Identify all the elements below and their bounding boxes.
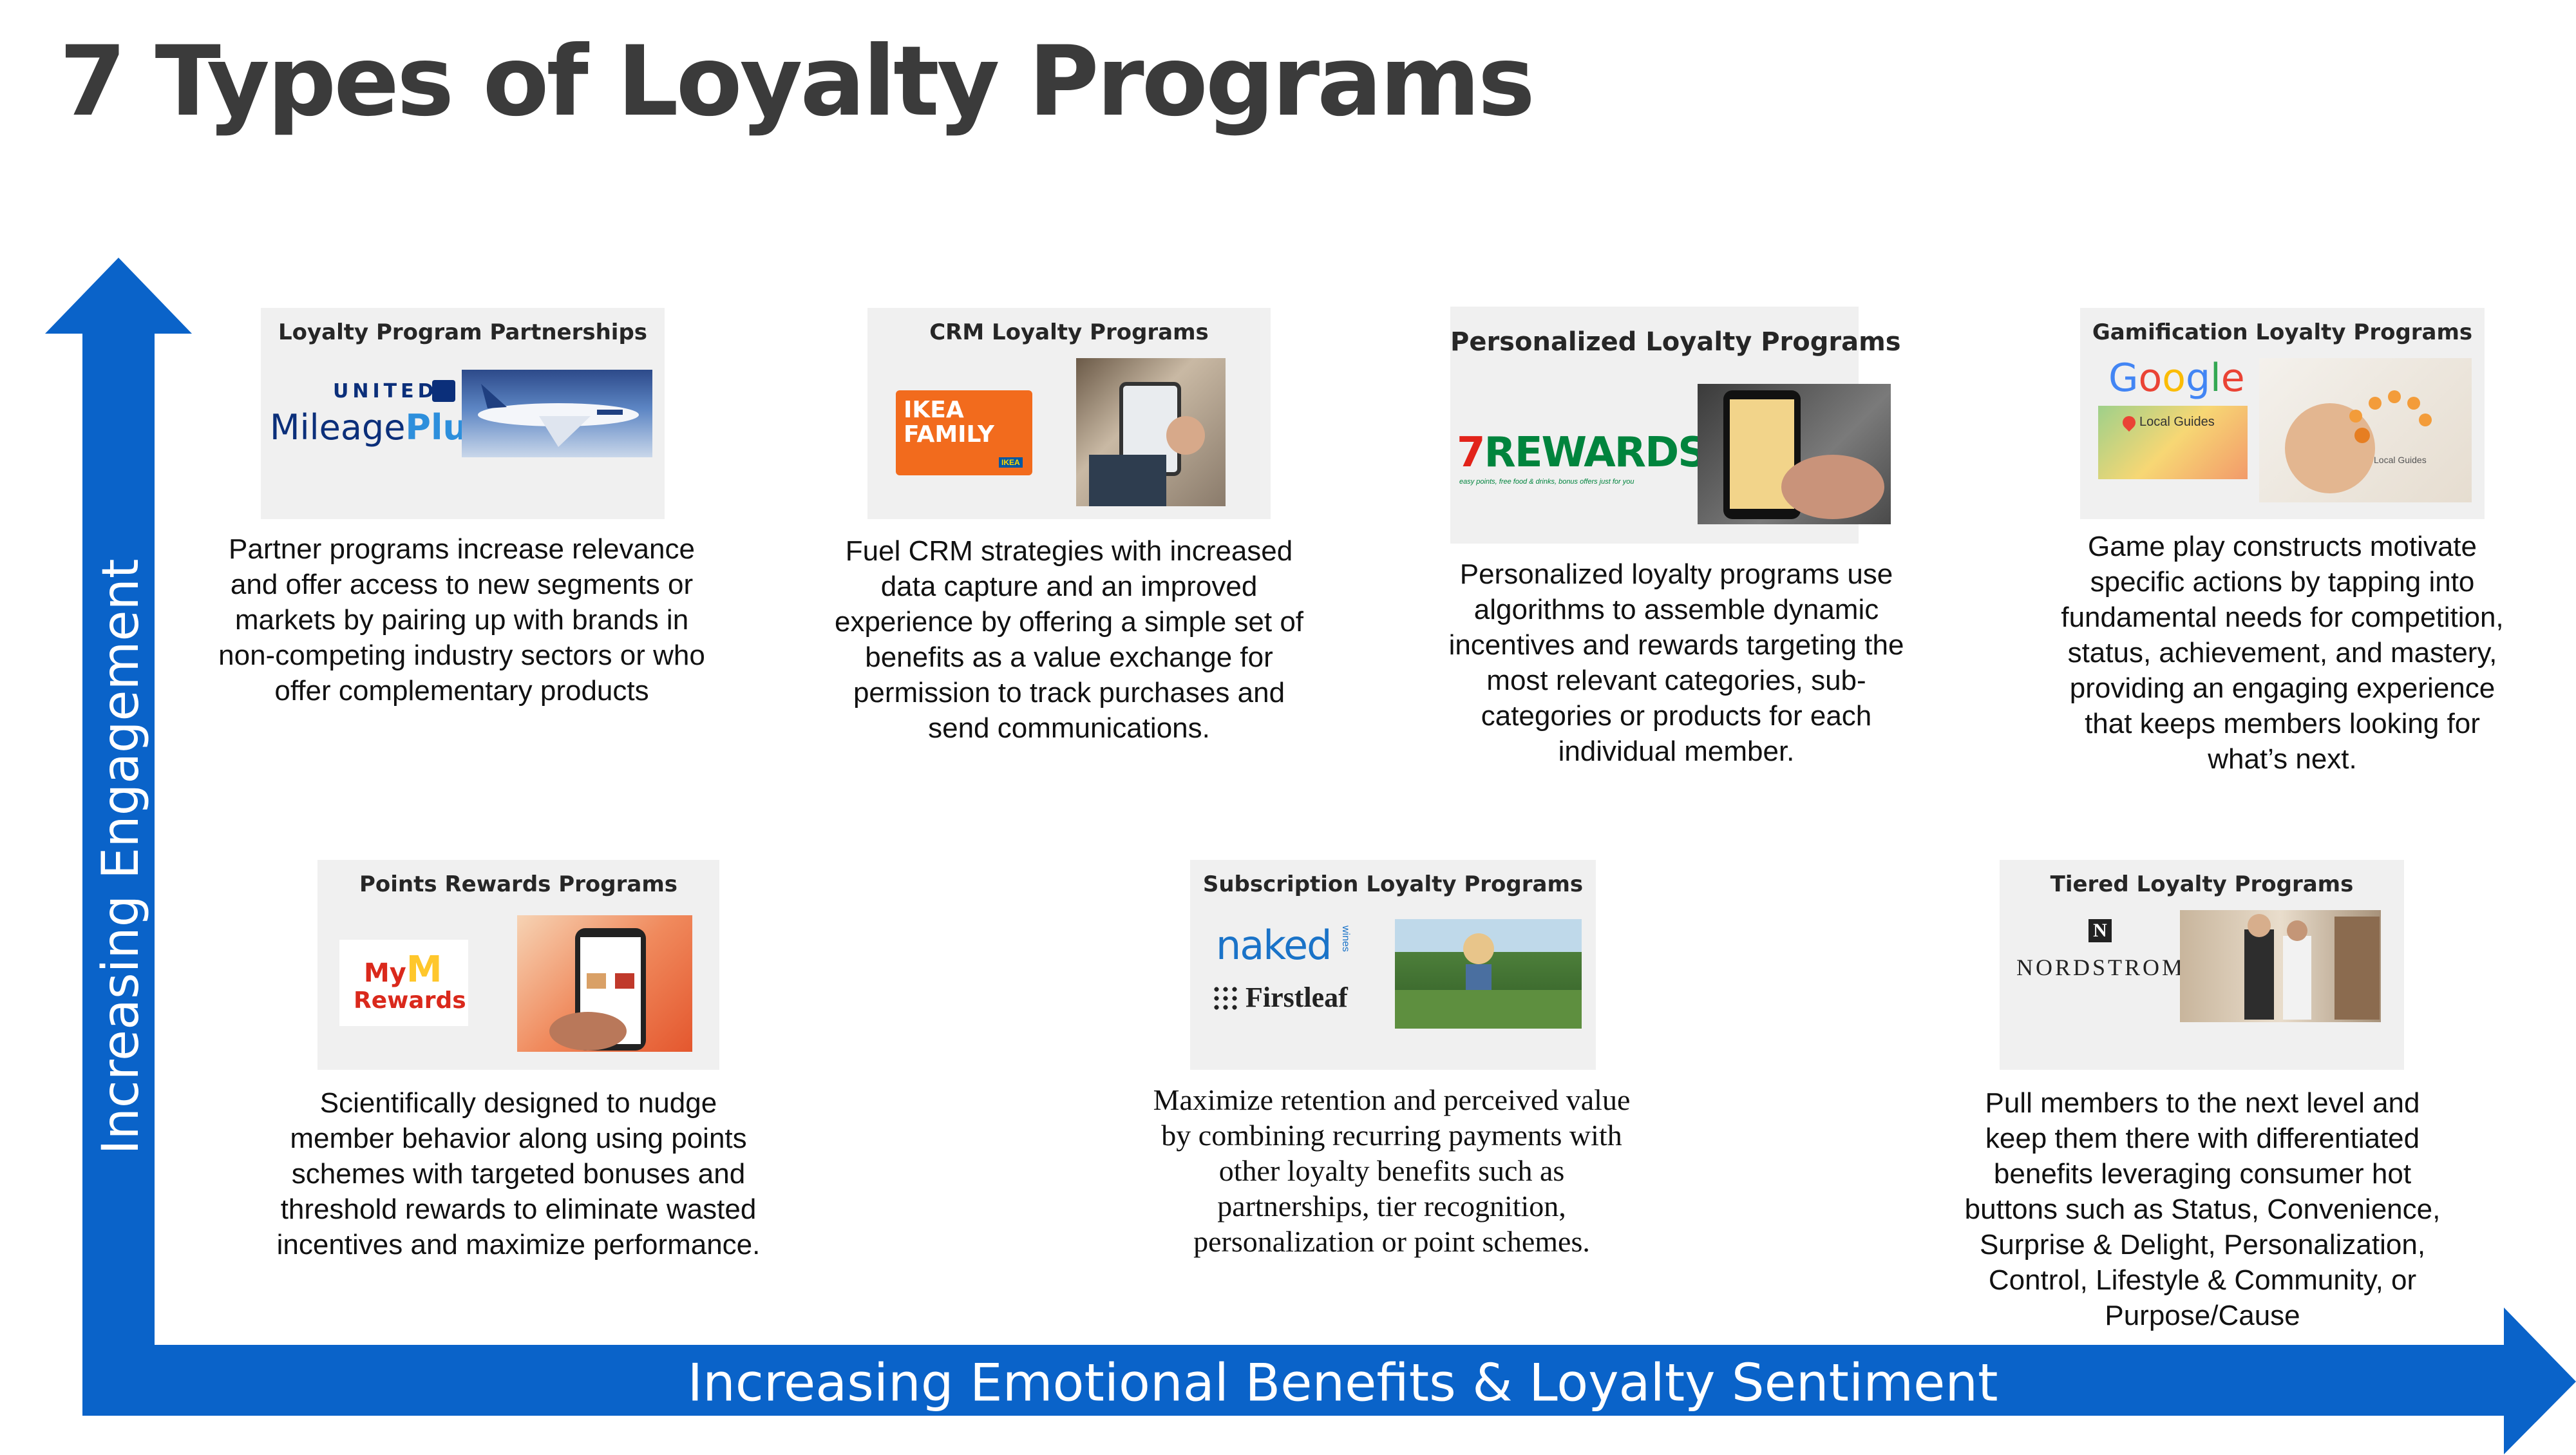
tiered-description: Pull members to the next level and keep … [1964, 1087, 2441, 1331]
card-title: Gamification Loyalty Programs [2092, 319, 2473, 345]
local-guides-map: Local Guides [2098, 406, 2248, 479]
y-axis-label: Increasing Engagement [92, 558, 150, 1155]
gamification-description: Game play constructs motivate specific a… [2061, 531, 2504, 775]
crm-description: Fuel CRM strategies with increased data … [834, 535, 1304, 744]
united-mileageplus-logo: UNITED MileagePlus [270, 380, 489, 448]
ikea-family-logo: IKEA FAMILY IKEA [896, 390, 1032, 475]
local-guides-photo: Local Guides [2259, 358, 2472, 502]
y-axis-arrow [45, 258, 192, 1416]
naked-wines-logo: naked wines [1216, 922, 1351, 969]
map-pin-icon [2119, 413, 2139, 432]
personalized-card: Personalized Loyalty Programs 7REWARDS e… [1450, 307, 1901, 544]
mcdonalds-app-photo [517, 915, 692, 1052]
points-rewards-description: Scientifically designed to nudge member … [276, 1087, 761, 1260]
crm-card: CRM Loyalty Programs IKEA FAMILY IKEA [867, 308, 1271, 519]
tiered-card: Tiered Loyalty Programs N NORDSTROM [2000, 860, 2404, 1070]
phone-app-photo [1698, 384, 1891, 524]
subscription-card: Subscription Loyalty Programs naked wine… [1190, 860, 1596, 1070]
google-logo: Google [2108, 356, 2245, 401]
grape-icon [1212, 985, 1238, 1011]
subscription-description: Maximize retention and perceived value b… [1153, 1083, 1631, 1258]
card-title: Personalized Loyalty Programs [1450, 327, 1901, 357]
nordstrom-logo: N NORDSTROM [2016, 919, 2186, 980]
card-title: CRM Loyalty Programs [929, 319, 1209, 345]
card-title: Points Rewards Programs [359, 871, 677, 897]
card-title: Subscription Loyalty Programs [1202, 871, 1584, 897]
gamification-card: Gamification Loyalty Programs Google Loc… [2080, 308, 2485, 519]
airplane-photo [462, 370, 652, 457]
store-photo [2180, 910, 2381, 1022]
personalized-description: Personalized loyalty programs use algori… [1448, 558, 1904, 767]
card-title: Loyalty Program Partnerships [278, 319, 648, 345]
kiosk-photo [1076, 358, 1226, 506]
airplane-icon [478, 384, 639, 447]
x-axis-arrow [155, 1308, 2576, 1454]
mcdonalds-my-rewards-logo: MyM Rewards [339, 940, 468, 1026]
partnerships-description: Partner programs increase relevance and … [218, 533, 705, 707]
firstleaf-logo: Firstleaf [1212, 981, 1386, 1020]
globe-icon [432, 380, 455, 402]
vineyard-photo [1395, 919, 1582, 1029]
x-axis-label: Increasing Emotional Benefits & Loyalty … [687, 1353, 1998, 1413]
partnerships-card: Loyalty Program Partnerships UNITED Mile… [261, 308, 665, 519]
card-title: Tiered Loyalty Programs [2050, 871, 2354, 897]
points-rewards-card: Points Rewards Programs MyM Rewards [317, 860, 719, 1070]
page-title: 7 Types of Loyalty Programs [59, 26, 1535, 138]
7rewards-logo: 7REWARDS easy points, free food & drinks… [1457, 429, 1707, 486]
